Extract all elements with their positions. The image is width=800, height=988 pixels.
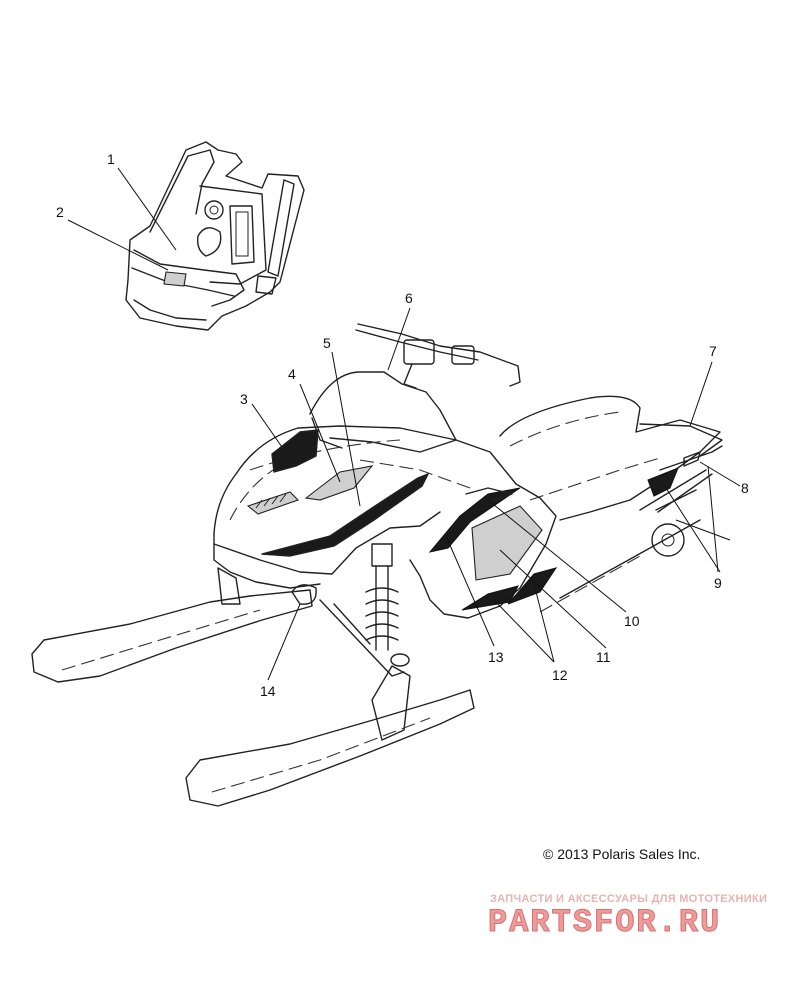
callout-14: 14 bbox=[260, 683, 276, 699]
callout-8: 8 bbox=[741, 480, 749, 496]
leader-lines bbox=[67, 167, 741, 681]
callout-10: 10 bbox=[624, 613, 640, 629]
callout-1: 1 bbox=[107, 151, 115, 167]
copyright-text: © 2013 Polaris Sales Inc. bbox=[543, 846, 701, 862]
callout-3: 3 bbox=[240, 391, 248, 407]
callout-13: 13 bbox=[488, 649, 504, 665]
watermark-logo: PARTSFOR.RU bbox=[487, 904, 722, 942]
callout-2: 2 bbox=[56, 204, 64, 220]
callout-5: 5 bbox=[323, 335, 331, 351]
watermark-tagline: ЗАПЧАСТИ И АКСЕССУАРЫ ДЛЯ МОТОТЕХНИКИ bbox=[490, 893, 768, 905]
callout-6: 6 bbox=[405, 290, 413, 306]
snowmobile-body bbox=[31, 323, 723, 807]
callout-12: 12 bbox=[552, 667, 568, 683]
hood-underside-inset bbox=[125, 141, 305, 331]
callout-4: 4 bbox=[288, 366, 296, 382]
callout-labels: 1 2 3 4 5 6 7 8 9 10 11 12 13 14 bbox=[56, 151, 749, 699]
callout-7: 7 bbox=[709, 343, 717, 359]
callout-11: 11 bbox=[596, 649, 611, 665]
callout-9: 9 bbox=[714, 575, 722, 591]
